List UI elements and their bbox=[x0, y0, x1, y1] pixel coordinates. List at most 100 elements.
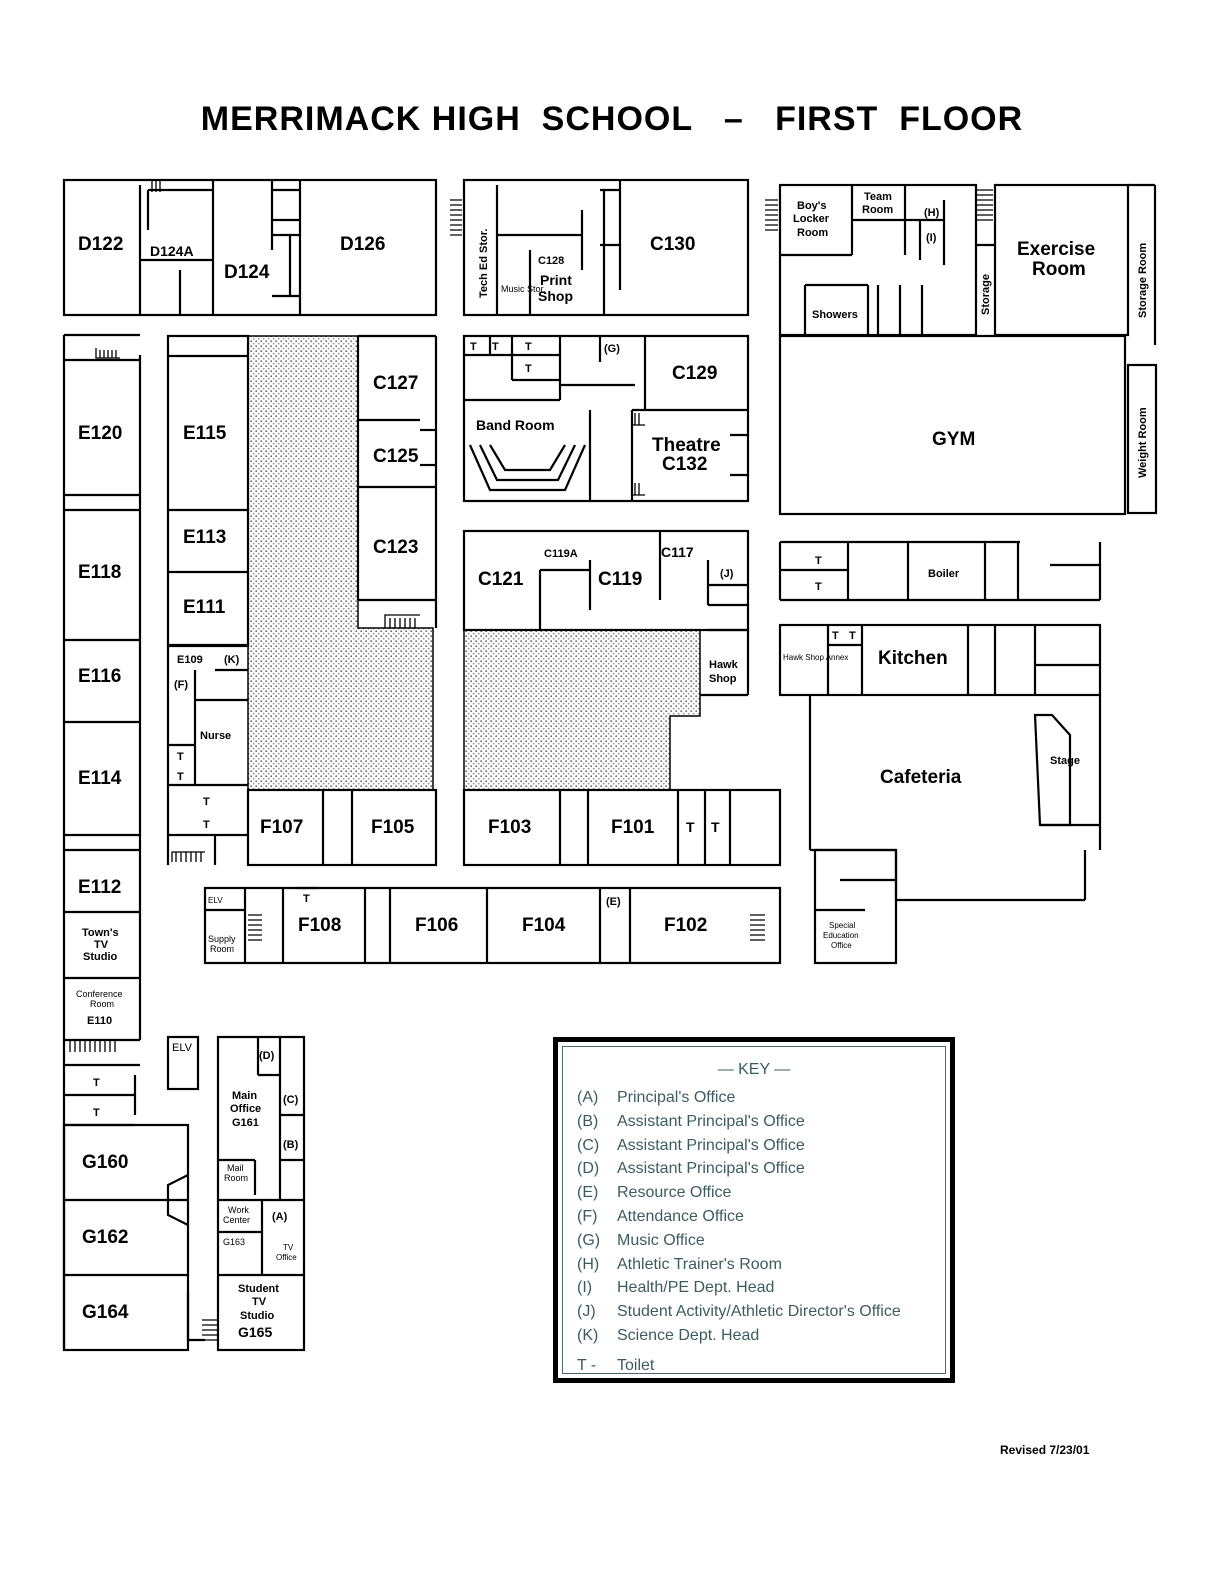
label-d126: D126 bbox=[340, 234, 385, 255]
label-supply-room: Room bbox=[210, 944, 234, 954]
legend-title: — KEY — bbox=[717, 1061, 791, 1078]
label-theatre: Theatre bbox=[652, 435, 721, 456]
label-d: (D) bbox=[259, 1050, 275, 1062]
label-towns: Town's bbox=[82, 927, 119, 939]
legend-code: (K) bbox=[577, 1327, 599, 1344]
label-k: (K) bbox=[224, 654, 240, 666]
label-e113: E113 bbox=[183, 527, 226, 548]
label-c119: C119 bbox=[598, 569, 642, 590]
label-shop: Shop bbox=[538, 288, 573, 304]
label-tv-office: Office bbox=[276, 1253, 297, 1262]
toilet-label: T bbox=[177, 771, 184, 783]
legend-box: — KEY — (A)Principal's Office(B)Assistan… bbox=[553, 1037, 955, 1383]
legend-code: (F) bbox=[577, 1208, 598, 1225]
label-c119a: C119A bbox=[544, 548, 578, 560]
toilet-label: T bbox=[203, 796, 210, 808]
stairs-icon bbox=[69, 180, 993, 1341]
legend-item: (G) Music Office bbox=[577, 1232, 705, 1250]
legend-code: (C) bbox=[577, 1136, 600, 1154]
revised-date: Revised 7/23/01 bbox=[1000, 1443, 1090, 1457]
toilet-label: T bbox=[525, 341, 532, 353]
legend-item: (D) Assistant Principal's Office bbox=[577, 1160, 805, 1178]
label-boiler: Boiler bbox=[928, 568, 960, 580]
label-f102: F102 bbox=[664, 915, 707, 936]
courtyard bbox=[247, 335, 701, 791]
toilet-label: T bbox=[711, 819, 720, 835]
label-c125: C125 bbox=[373, 446, 419, 467]
legend-code: (G) bbox=[577, 1231, 601, 1249]
label-c129: C129 bbox=[672, 363, 717, 384]
legend-label: Health/PE Dept. Head bbox=[617, 1279, 775, 1297]
label-elv-g: ELV bbox=[172, 1042, 193, 1054]
toilet-label: T bbox=[686, 819, 695, 835]
label-exercise-room: Room bbox=[1032, 259, 1086, 280]
label-e: (E) bbox=[606, 896, 621, 908]
toilet-label: T bbox=[832, 630, 839, 642]
legend-code: (J) bbox=[577, 1303, 596, 1321]
legend-item: (A) Principal's Office bbox=[577, 1089, 735, 1107]
legend-code: (E) bbox=[577, 1184, 599, 1202]
toilet-label: T bbox=[303, 893, 310, 905]
label-f103: F103 bbox=[488, 817, 531, 838]
toilet-label: T bbox=[849, 630, 856, 642]
label-towns-studio: Studio bbox=[83, 951, 117, 963]
legend-label: Resource Office bbox=[617, 1184, 732, 1202]
label-education: Education bbox=[823, 931, 859, 940]
label-gym: GYM bbox=[932, 429, 975, 450]
legend-item: (F) Attendance Office bbox=[577, 1208, 744, 1226]
legend-code: (A) bbox=[577, 1089, 599, 1106]
label-band-room: Band Room bbox=[476, 417, 555, 433]
label-work: Work bbox=[228, 1205, 249, 1215]
legend-label: Assistant Principal's Office bbox=[617, 1112, 805, 1130]
label-f108: F108 bbox=[298, 915, 341, 936]
label-c127: C127 bbox=[373, 373, 418, 394]
label-h: (H) bbox=[924, 207, 940, 219]
label-g: (G) bbox=[604, 343, 620, 355]
label-special: Special bbox=[829, 921, 855, 930]
label-main-office: Office bbox=[230, 1103, 261, 1115]
label-f105: F105 bbox=[371, 817, 415, 838]
label-c123: C123 bbox=[373, 537, 418, 558]
legend-code: (D) bbox=[577, 1160, 600, 1178]
legend-label: Assistant Principal's Office bbox=[617, 1160, 805, 1178]
legend-code: T - bbox=[577, 1356, 597, 1374]
label-conference-room: Room bbox=[90, 999, 114, 1009]
legend-inner: — KEY — (A)Principal's Office(B)Assistan… bbox=[562, 1046, 946, 1374]
toilet-label: T bbox=[203, 819, 210, 831]
label-f: (F) bbox=[174, 679, 188, 691]
label-d124: D124 bbox=[224, 262, 270, 283]
label-f101: F101 bbox=[611, 817, 655, 838]
legend-item: T -Toilet bbox=[577, 1357, 654, 1375]
label-nurse: Nurse bbox=[200, 730, 231, 742]
label-team-room: Room bbox=[862, 204, 893, 216]
label-e109: E109 bbox=[177, 654, 203, 666]
label-e110: E110 bbox=[87, 1015, 112, 1027]
toilet-label: T bbox=[492, 341, 499, 353]
label-c121: C121 bbox=[478, 569, 524, 590]
toilet-labels: T T T T T T T T T T T T T T T T T bbox=[93, 341, 856, 1119]
label-music-storage: Music Stor. bbox=[501, 284, 546, 294]
label-b: (B) bbox=[283, 1139, 299, 1151]
label-storage: Storage bbox=[980, 274, 992, 315]
label-hawk-shop: Shop bbox=[709, 673, 737, 685]
label-e112: E112 bbox=[78, 877, 121, 898]
legend-label: Principal's Office bbox=[617, 1089, 736, 1106]
label-conference: Conference bbox=[76, 989, 123, 999]
label-g164: G164 bbox=[82, 1302, 129, 1323]
label-d124a: D124A bbox=[150, 243, 194, 259]
legend-item: (J)Student Activity/Athletic Director's … bbox=[577, 1303, 901, 1321]
label-g163: G163 bbox=[223, 1237, 245, 1247]
legend-label: Assistant Principal's Office bbox=[617, 1136, 805, 1154]
legend-label: Science Dept. Head bbox=[617, 1327, 760, 1344]
label-student-tv: TV bbox=[252, 1296, 267, 1308]
walls bbox=[62, 178, 1158, 1352]
label-e111: E111 bbox=[183, 597, 226, 618]
label-f107: F107 bbox=[260, 817, 303, 838]
label-c130: C130 bbox=[650, 234, 695, 255]
legend-item: (I)Health/PE Dept. Head bbox=[577, 1279, 774, 1297]
label-weight-room: Weight Room bbox=[1137, 407, 1149, 478]
label-student: Student bbox=[238, 1283, 279, 1295]
legend-label: Music Office bbox=[617, 1231, 705, 1249]
legend-label: Attendance Office bbox=[617, 1208, 744, 1225]
label-c132: C132 bbox=[662, 454, 707, 475]
